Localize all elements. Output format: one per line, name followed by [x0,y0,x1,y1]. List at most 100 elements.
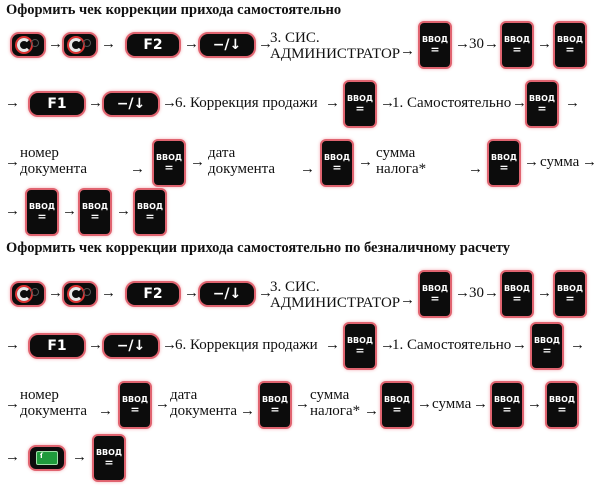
step-admin-line2: АДМИНИСТРАТОР [270,46,401,62]
c-icon [69,38,83,52]
eq-label: = [502,403,512,416]
vvod-key[interactable]: ВВОД= [525,80,559,128]
vvod-key[interactable]: ВВОД= [343,322,377,370]
vvod-key[interactable]: ВВОД= [418,21,452,69]
vvod-key[interactable]: ВВОД= [500,270,534,318]
section2-title: Оформить чек коррекции прихода самостоят… [6,240,511,256]
arrow: → [512,337,527,353]
vvod-key[interactable]: ВВОД= [258,381,292,429]
step-docdate-line1: дата [170,387,198,403]
vvod-key[interactable]: ВВОД= [343,80,377,128]
eq-label: = [37,210,47,223]
vvod-label: ВВОД [136,202,164,211]
minus-key[interactable]: −/↓ [198,281,256,307]
arrow: → [455,285,470,301]
arrow: → [400,43,415,59]
eq-label: = [164,161,174,174]
step-admin-line1: 3. СИС. [270,30,320,46]
c-key[interactable] [10,32,46,58]
arrow: → [116,203,131,219]
arrow: → [300,161,315,177]
vvod-key[interactable]: ВВОД= [490,381,524,429]
step-docnum-line1: номер [20,387,59,403]
eq-label: = [565,292,575,305]
step-correction: 6. Коррекция продажи [175,95,318,111]
c-key[interactable] [10,281,46,307]
vvod-key[interactable]: ВВОД= [487,139,521,187]
vvod-key[interactable]: ВВОД= [320,139,354,187]
step-admin-line1: 3. СИС. [270,279,320,295]
arrow: → [570,337,585,353]
arrow: → [527,396,542,412]
arrow: → [162,95,177,111]
vvod-label: ВВОД [503,35,531,44]
vvod-key[interactable]: ВВОД= [553,270,587,318]
arrow: → [72,449,87,465]
minus-key[interactable]: −/↓ [102,91,160,117]
step-sum-line1: сумма [540,154,580,170]
step-docnum-line2: документа [20,161,88,177]
arrow: → [258,36,273,52]
arrow: → [5,154,20,170]
vvod-label: ВВОД [493,395,521,404]
step-self: 1. Самостоятельно [392,95,511,111]
arrow: → [5,337,20,353]
arrow: → [468,161,483,177]
vvod-key[interactable]: ВВОД= [380,381,414,429]
step-30: 30 [469,36,484,52]
step-docnum-line1: номер [20,145,59,161]
eq-label: = [537,102,547,115]
arrow: → [184,285,199,301]
vvod-label: ВВОД [95,448,123,457]
vvod-label: ВВОД [533,336,561,345]
vvod-key[interactable]: ВВОД= [418,270,452,318]
eq-label: = [499,161,509,174]
vvod-key[interactable]: ВВОД= [545,381,579,429]
vvod-key[interactable]: ВВОД= [152,139,186,187]
vvod-key[interactable]: ВВОД= [553,21,587,69]
arrow: → [380,337,395,353]
arrow: → [524,154,539,170]
vvod-label: ВВОД [528,94,556,103]
f1-key[interactable]: F1 [28,91,86,117]
arrow: → [400,292,415,308]
step-self-line1: 1. Самостоятельно [392,337,512,353]
vvod-key[interactable]: ВВОД= [133,188,167,236]
step-30: 30 [469,285,484,301]
card-icon: ſ [36,451,58,465]
vvod-key[interactable]: ВВОД= [500,21,534,69]
arrow: → [5,396,20,412]
minus-key[interactable]: −/↓ [102,333,160,359]
f2-key[interactable]: F2 [125,32,181,58]
step-docdate-line2: документа [170,403,238,419]
card-payment-key[interactable]: ſ [28,445,66,471]
vvod-label: ВВОД [346,94,374,103]
arrow: → [484,285,499,301]
vvod-label: ВВОД [28,202,56,211]
arrow: → [155,396,170,412]
arrow: → [98,403,113,419]
c-key[interactable] [62,32,98,58]
vvod-label: ВВОД [323,153,351,162]
arrow: → [358,154,373,170]
f1-key[interactable]: F1 [28,333,86,359]
step-docnum-line2: документа [20,403,88,419]
arrow: → [473,396,488,412]
eq-label: = [512,43,522,56]
vvod-key[interactable]: ВВОД= [25,188,59,236]
arrow: → [62,203,77,219]
eq-label: = [355,102,365,115]
arrow: → [48,285,63,301]
minus-key[interactable]: −/↓ [198,32,256,58]
vvod-key[interactable]: ВВОД= [92,434,126,482]
vvod-key[interactable]: ВВОД= [530,322,564,370]
step-admin-line2: АДМИНИСТРАТОР [270,295,401,311]
vvod-key[interactable]: ВВОД= [118,381,152,429]
vvod-key[interactable]: ВВОД= [78,188,112,236]
f2-key[interactable]: F2 [125,281,181,307]
c-key[interactable] [62,281,98,307]
step-sum-line1: сумма [432,396,472,412]
